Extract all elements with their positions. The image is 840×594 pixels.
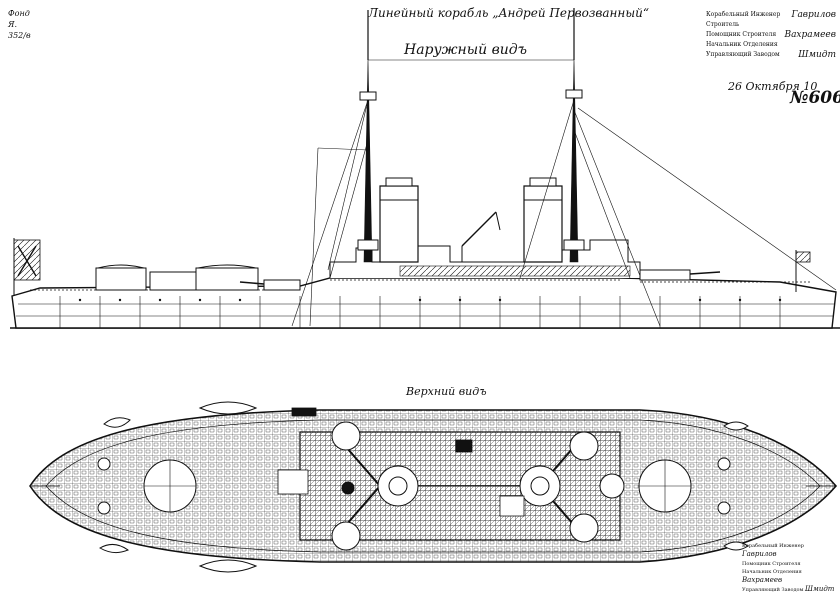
signature-role: Корабельный Инженер [742,543,804,549]
boat-crane [461,211,501,262]
signature-role: Управляющий Заводом [706,51,780,58]
signature-role: Помощник Строителя [706,31,777,38]
bottom-signature-row: Корабельный Инженер Гаврилов [742,542,838,559]
rigging [291,59,837,327]
signature-row: Корабельный Инженер Гаврилов [706,10,836,20]
drawing-date: 26 Октября 10 [728,80,818,93]
signature-row: Строитель [706,20,836,30]
plan-boats [98,401,749,573]
profile-view [10,8,840,329]
archive-letter: Я. [8,20,18,29]
secondary-turrets [331,421,625,551]
bottom-signature-block: Корабельный Инженер Гаврилов Помощник Ст… [742,542,838,594]
fore-mast [563,8,585,263]
signature-name: Шмидт [805,585,835,593]
stern-flag [13,238,41,296]
superstructure-hatching [399,265,631,277]
light-guns [97,457,731,515]
funnels [379,177,563,263]
archive-mark: Фонд Я. 352/в [8,8,31,41]
signature-row: Управляющий Заводом Шмидт [706,50,836,60]
aft-mast [357,10,379,263]
main-turrets [143,459,692,513]
signature-name: Вахрамеев [784,30,836,40]
profile-view-label: Наружный видъ [404,42,528,58]
signature-block: Корабельный Инженер Гаврилов Строитель П… [706,10,836,60]
archive-number: 352/в [8,31,31,40]
bottom-signature-row: Помощник Строителя [742,559,838,568]
drawing-title: Линейный корабль „Андрей Первозванный“ [368,6,649,20]
bottom-signature-row: Управляющий Заводом Шмидт [742,585,838,594]
signature-name: Шмидт [798,50,836,60]
profile-turrets [239,269,721,291]
signature-role: Управляющий Заводом [742,587,804,593]
hull-plating [16,296,834,328]
aft-boats [95,264,259,291]
signature-name: Гаврилов [742,550,777,558]
portholes [78,298,782,302]
signature-row: Помощник Строителя Вахрамеев [706,30,836,40]
bottom-signature-row: Начальник Отделения Вахрамеев [742,568,838,585]
signature-row: Начальник Отделения [706,40,836,50]
signature-name: Гаврилов [791,10,836,20]
signature-role: Начальник Отделения [706,41,778,48]
signature-role: Корабельный Инженер [706,11,781,18]
signature-role: Начальник Отделения [742,569,802,575]
drawing-number: №606 [790,88,840,108]
signature-role: Помощник Строителя [742,561,801,567]
deck-fittings [30,407,836,517]
plan-view-label: Верхний видъ [406,385,487,398]
archive-fund: Фонд [8,9,30,18]
signature-role: Строитель [706,21,740,28]
signature-name: Вахрамеев [742,576,783,584]
bow-flag [795,250,811,292]
plan-view [29,401,838,573]
